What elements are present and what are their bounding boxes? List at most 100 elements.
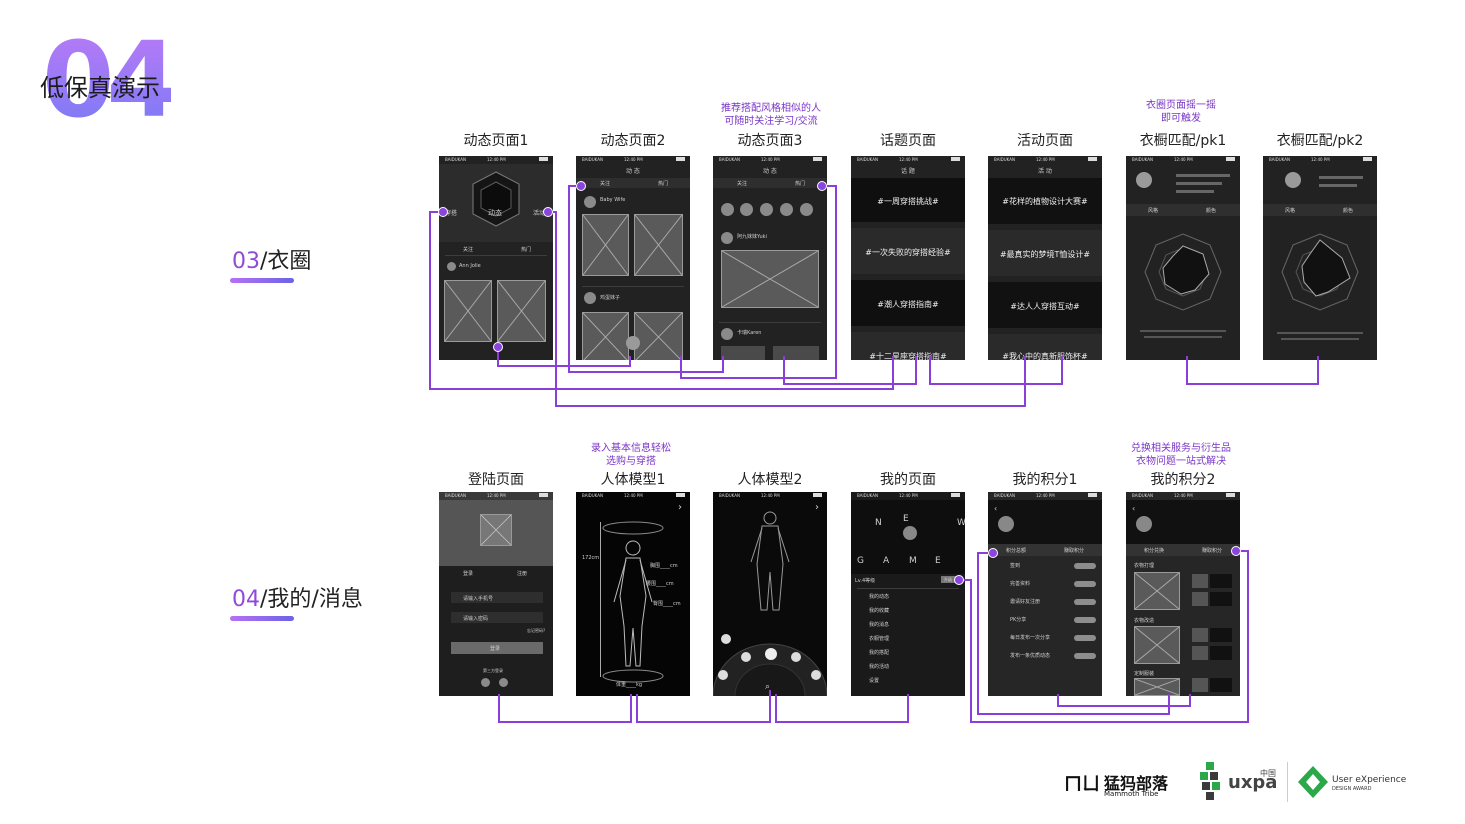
- image-placeholder[interactable]: [1134, 678, 1180, 696]
- tab-hot[interactable]: 热门: [795, 181, 806, 187]
- avatar[interactable]: [1285, 172, 1301, 188]
- weight-input[interactable]: 体重____kg: [616, 682, 643, 688]
- recommended-user[interactable]: [800, 203, 813, 216]
- tab-earn-points[interactable]: 赚取积分: [1202, 548, 1223, 554]
- task-button[interactable]: [1074, 617, 1096, 623]
- avatar[interactable]: [1136, 516, 1152, 532]
- login-button[interactable]: [451, 642, 543, 654]
- search-icon[interactable]: ⌕: [765, 682, 771, 692]
- recommended-user[interactable]: [721, 203, 734, 216]
- tab-color[interactable]: 颜色: [1343, 208, 1354, 214]
- avatar[interactable]: [903, 526, 917, 540]
- avatar[interactable]: [721, 232, 733, 244]
- tab-hot[interactable]: 热门: [658, 181, 669, 187]
- avatar[interactable]: [998, 516, 1014, 532]
- image-placeholder[interactable]: [444, 280, 492, 342]
- phone-input[interactable]: [451, 592, 543, 603]
- image-placeholder[interactable]: [1134, 572, 1180, 610]
- tab-redeem[interactable]: 积分兑换: [1144, 548, 1165, 554]
- tab-total-points[interactable]: 积分总额: [1006, 548, 1027, 554]
- task-button[interactable]: [1074, 635, 1096, 641]
- annotation-note: 兑换相关服务与衍生品衣物问题一站式解决: [1131, 443, 1231, 467]
- tab-style[interactable]: 风格: [1285, 208, 1296, 214]
- event-label: #我心中的真新服饰杯#: [1002, 352, 1088, 360]
- tab-follow[interactable]: 关注: [600, 181, 611, 187]
- connector-line: [1186, 356, 1319, 385]
- image-placeholder[interactable]: [497, 280, 546, 342]
- topic-label: #一次失败的穿搭经验#: [865, 248, 951, 257]
- menu-item[interactable]: 我的消息: [869, 622, 890, 628]
- image-placeholder[interactable]: [1134, 626, 1180, 664]
- nav-right[interactable]: 活动: [533, 210, 546, 217]
- hip-input[interactable]: 臀围____cm: [653, 601, 681, 607]
- forgot-password-link[interactable]: 忘记密码?: [527, 628, 546, 633]
- avatar[interactable]: [584, 196, 596, 208]
- password-input[interactable]: [451, 612, 543, 623]
- avatar[interactable]: [1136, 172, 1152, 188]
- menu-item[interactable]: 衣橱管理: [869, 636, 890, 642]
- wechat-icon[interactable]: [499, 678, 508, 687]
- height-label[interactable]: 172cm: [582, 555, 600, 561]
- menu-item[interactable]: 设置: [869, 678, 880, 684]
- image-placeholder[interactable]: [582, 312, 629, 360]
- clothing-option[interactable]: [791, 652, 801, 662]
- image-placeholder[interactable]: [721, 250, 819, 308]
- back-icon[interactable]: ‹: [994, 504, 998, 513]
- section-number: 04: [42, 19, 179, 141]
- next-icon[interactable]: ›: [678, 502, 682, 513]
- nav-center[interactable]: 动态: [488, 209, 502, 217]
- avatar[interactable]: [584, 292, 596, 304]
- next-icon[interactable]: ›: [815, 502, 819, 513]
- tab-style[interactable]: 风格: [1148, 208, 1159, 214]
- qq-icon[interactable]: [481, 678, 490, 687]
- recommended-user[interactable]: [740, 203, 753, 216]
- clothing-option[interactable]: [741, 652, 751, 662]
- task-button[interactable]: [1074, 581, 1096, 587]
- task-button[interactable]: [1074, 599, 1096, 605]
- tab-hot[interactable]: 热门: [521, 247, 532, 253]
- menu-item[interactable]: 我的活动: [869, 664, 890, 670]
- add-post-button[interactable]: [626, 336, 640, 350]
- clothing-option[interactable]: [721, 634, 731, 644]
- recommended-user[interactable]: [760, 203, 773, 216]
- waist-input[interactable]: 腰围____cm: [646, 581, 674, 587]
- image-placeholder[interactable]: [582, 214, 629, 276]
- tab-earn-points[interactable]: 赚取积分: [1064, 548, 1085, 554]
- menu-item[interactable]: 我的动态: [869, 594, 890, 600]
- clothing-option[interactable]: [811, 670, 821, 680]
- task-button[interactable]: [1074, 653, 1096, 659]
- tab-login[interactable]: 登录: [463, 571, 474, 577]
- clothing-option-selected[interactable]: [765, 648, 777, 660]
- task-button[interactable]: [1074, 563, 1096, 569]
- tab-follow[interactable]: 关注: [737, 181, 748, 187]
- tab-register[interactable]: 注册: [517, 571, 528, 577]
- tab-color[interactable]: 颜色: [1206, 208, 1217, 214]
- recommended-user[interactable]: [780, 203, 793, 216]
- tab-follow[interactable]: 关注: [463, 247, 474, 253]
- nav-left[interactable]: 穿搭: [445, 210, 458, 217]
- avatar[interactable]: [447, 262, 456, 271]
- image-placeholder[interactable]: [634, 214, 683, 276]
- clothing-option[interactable]: [718, 670, 728, 680]
- menu-item[interactable]: 我的收藏: [869, 608, 890, 614]
- upgrade-badge[interactable]: [941, 576, 957, 583]
- logo-placeholder: [480, 514, 512, 546]
- chest-input[interactable]: 胸围____cm: [650, 563, 678, 569]
- avatar[interactable]: [721, 328, 733, 340]
- menu-item[interactable]: 我的搭配: [869, 650, 890, 656]
- image-placeholder[interactable]: [634, 312, 683, 360]
- back-icon[interactable]: ‹: [1132, 504, 1136, 513]
